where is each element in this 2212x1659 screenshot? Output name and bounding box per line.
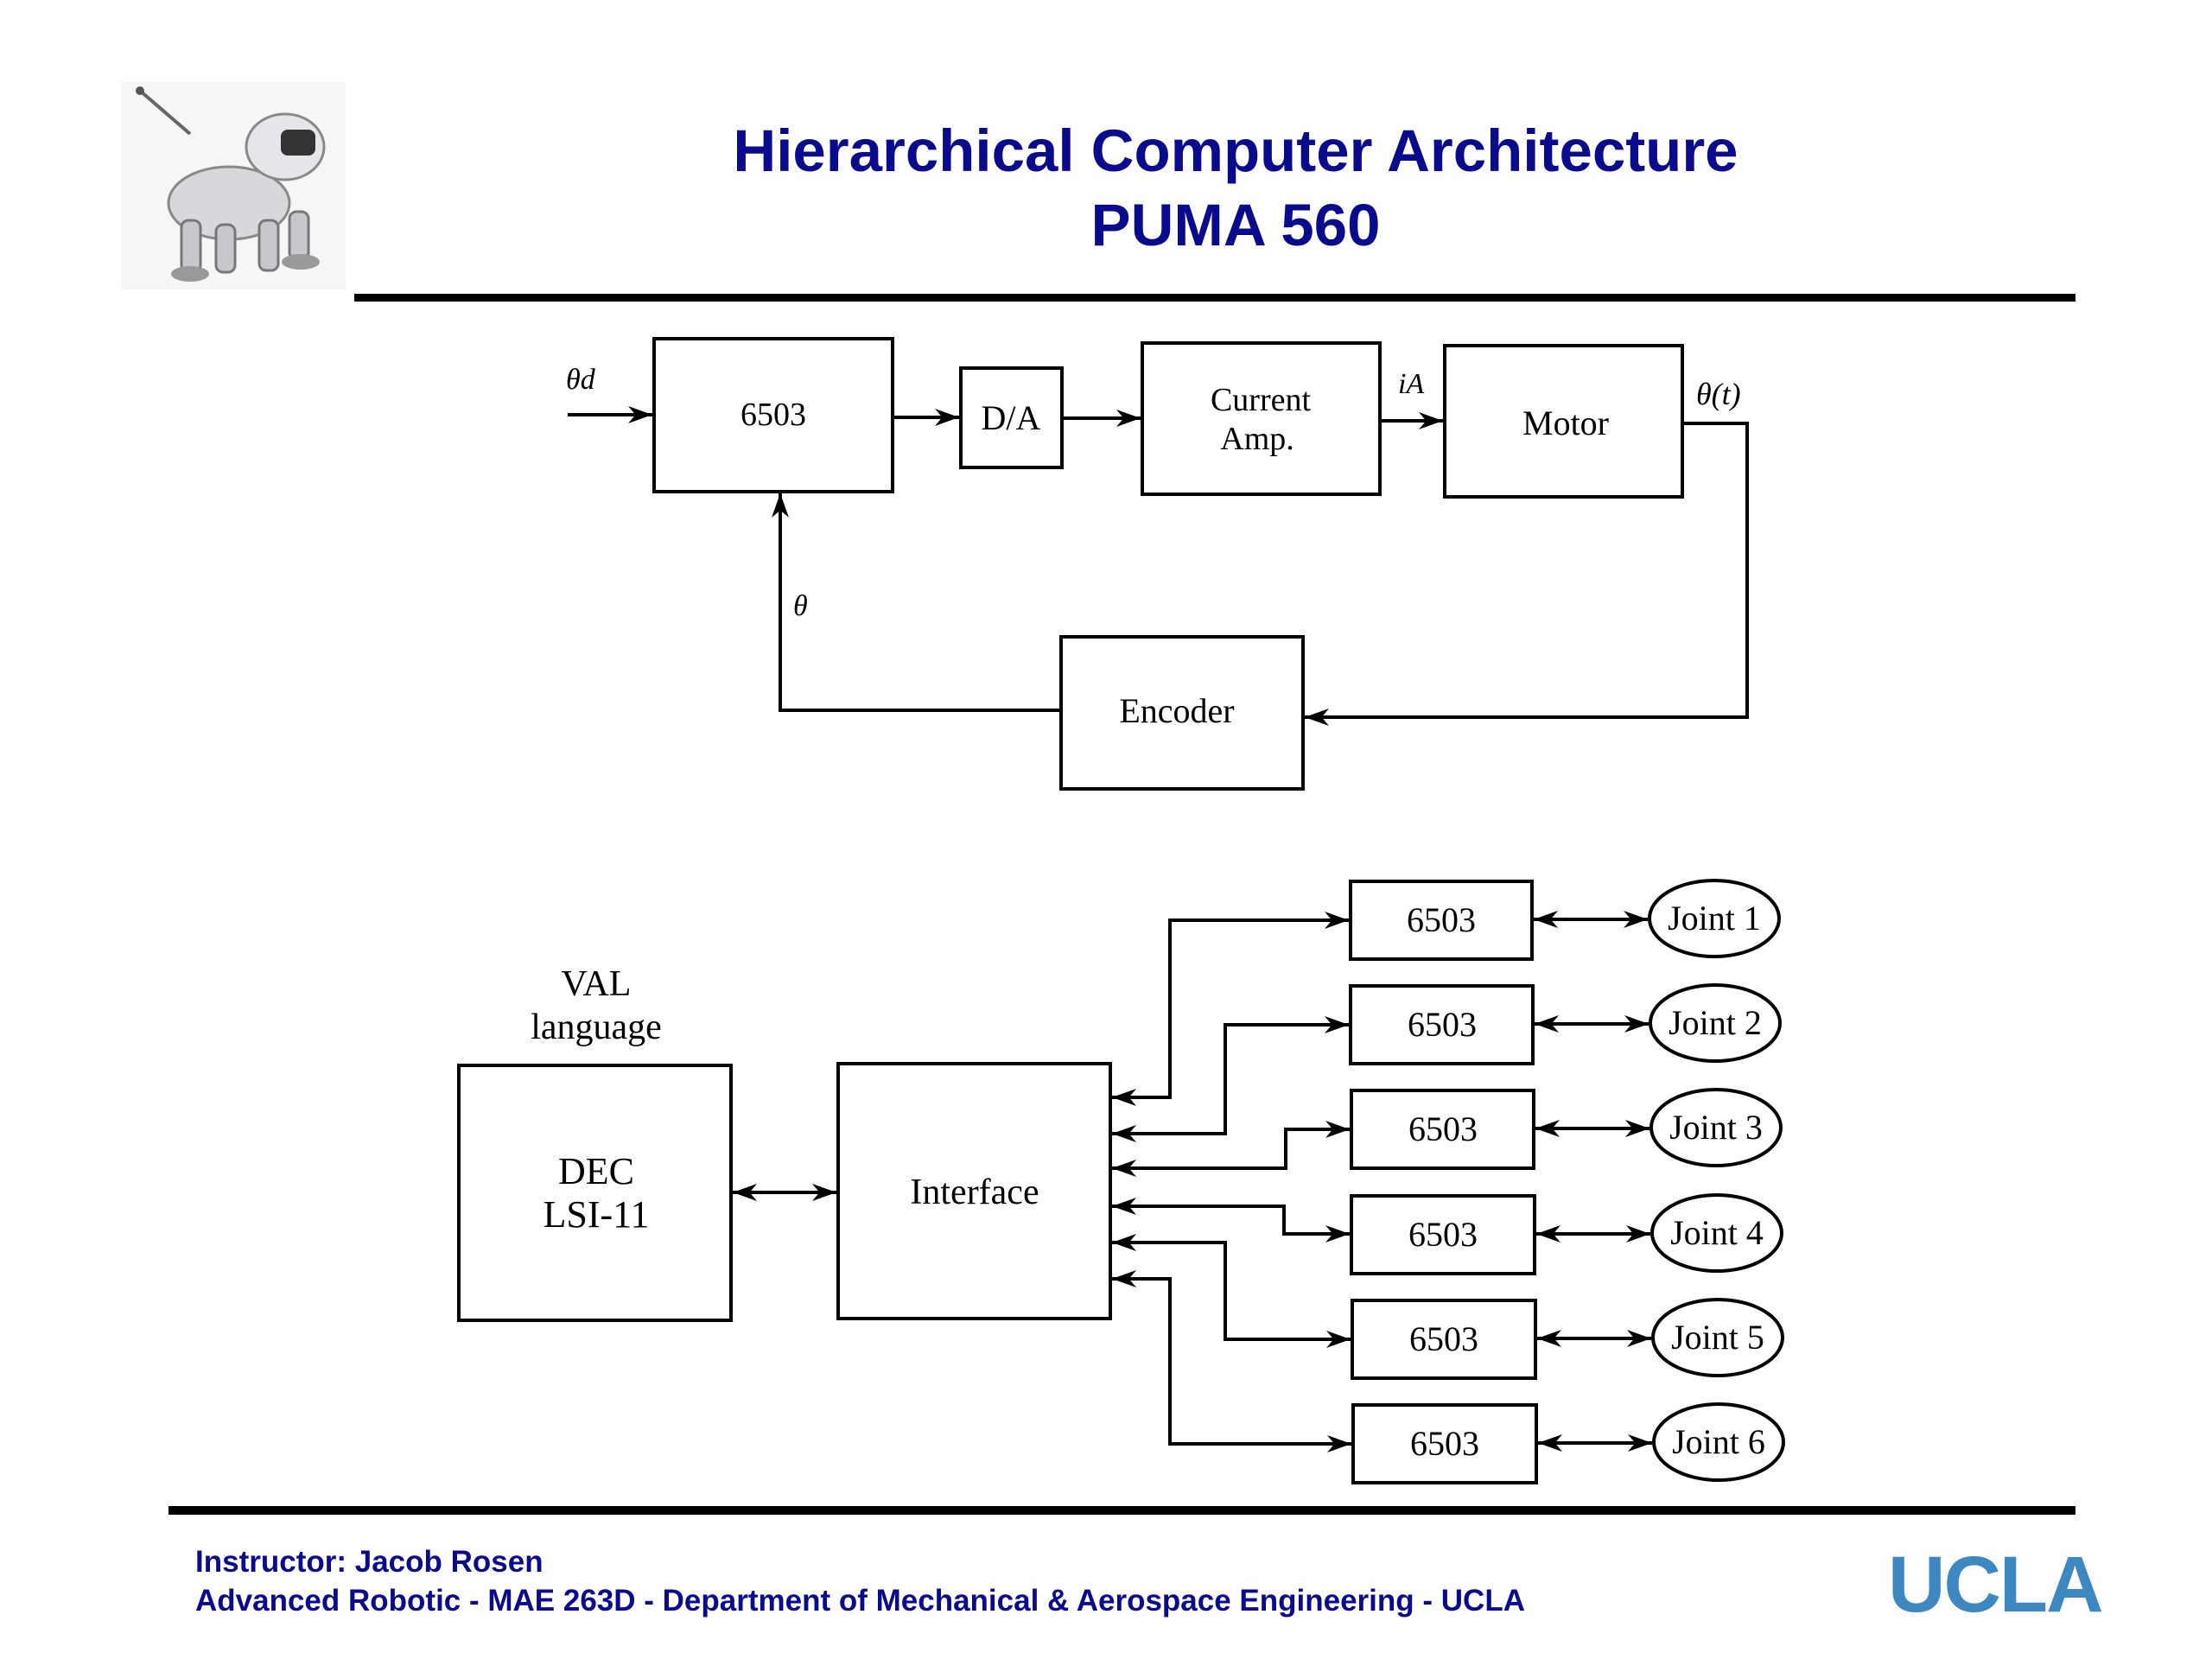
- amp-label-line1: Current: [1211, 382, 1312, 418]
- header-divider: [354, 294, 2075, 302]
- joint-4-node: [1650, 1193, 1783, 1273]
- encoder-label: Encoder: [1119, 691, 1234, 730]
- course-line: Advanced Robotic - MAE 263D - Department…: [195, 1584, 1525, 1618]
- joint-controller-6: [1351, 1403, 1538, 1484]
- joint-controller-3: [1350, 1089, 1535, 1170]
- footer-divider: [168, 1506, 2075, 1515]
- joint-3-node: [1649, 1088, 1783, 1167]
- arrow-motor-to-encoder: [1305, 422, 1749, 726]
- joint-controller-label-1: 6503: [1407, 900, 1476, 939]
- controller-label: 6503: [741, 397, 806, 433]
- bus-line-1: [1112, 912, 1349, 1106]
- system-architecture-diagram: [457, 879, 1785, 1484]
- bus-line-6: [1112, 1270, 1351, 1452]
- val-label-line1: VAL: [562, 964, 632, 1004]
- page-title: Hierarchical Computer Architecture: [733, 118, 1738, 184]
- instructor-line: Instructor: Jacob Rosen: [195, 1545, 543, 1579]
- joint-controller-label-4: 6503: [1408, 1215, 1478, 1254]
- bus-line-2: [1112, 1016, 1349, 1142]
- joint-controller-1: [1349, 880, 1534, 961]
- dac-label: D/A: [982, 398, 1041, 437]
- amp-label-line2: Amp.: [1220, 421, 1294, 457]
- bus-line-5: [1112, 1234, 1351, 1348]
- joint-controller-4: [1350, 1194, 1536, 1275]
- joint-label-2: Joint 2: [1669, 1003, 1762, 1042]
- interface-block: [836, 1062, 1112, 1320]
- joint-controller-label-2: 6503: [1408, 1005, 1477, 1044]
- joint-controller-5: [1351, 1299, 1537, 1380]
- motor-label: Motor: [1522, 404, 1609, 442]
- current-amp-block: [1141, 341, 1382, 496]
- computer-label-line2: LSI-11: [543, 1193, 649, 1236]
- joint-label-6: Joint 6: [1672, 1422, 1765, 1461]
- dec-lsi-11-block: [457, 1064, 733, 1322]
- current-label: iA: [1398, 368, 1424, 400]
- joint-2-node: [1649, 983, 1782, 1063]
- feedback-label: θ: [793, 590, 808, 622]
- encoder-block: [1059, 635, 1305, 791]
- joint-1-node: [1648, 879, 1781, 958]
- page-subtitle: PUMA 560: [1090, 192, 1381, 258]
- val-label-line2: language: [531, 1007, 662, 1047]
- interface-label: Interface: [910, 1173, 1039, 1212]
- joint-5-node: [1651, 1298, 1784, 1377]
- feedback-arrow: [772, 493, 1061, 712]
- bus-line-4: [1112, 1198, 1350, 1243]
- joint-controller-label-6: 6503: [1410, 1424, 1479, 1463]
- joint-label-1: Joint 1: [1668, 899, 1761, 938]
- joint-controller-label-5: 6503: [1409, 1319, 1478, 1358]
- computer-label-line1: DEC: [558, 1150, 634, 1192]
- joint-label-3: Joint 3: [1669, 1108, 1763, 1147]
- servo-loop-diagram: [568, 337, 1749, 791]
- input-label: θd: [566, 364, 596, 396]
- controller-6503-block: [652, 337, 894, 493]
- bus-line-3: [1112, 1121, 1350, 1177]
- joint-controller-2: [1349, 984, 1535, 1065]
- joint-controller-label-3: 6503: [1408, 1109, 1478, 1148]
- output-label: θ(t): [1696, 377, 1741, 411]
- joint-label-5: Joint 5: [1671, 1318, 1764, 1357]
- joint-6-node: [1652, 1402, 1785, 1482]
- motor-block: [1443, 344, 1684, 499]
- joint-label-4: Joint 4: [1670, 1213, 1764, 1252]
- ucla-logo: UCLA: [1888, 1541, 2104, 1629]
- robot-dog-icon: [121, 82, 346, 289]
